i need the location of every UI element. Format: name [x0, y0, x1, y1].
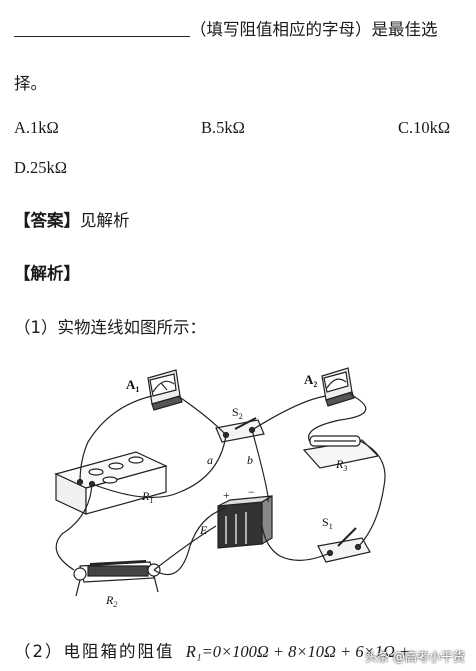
label-a-terminal: a — [207, 453, 213, 467]
battery-e — [217, 494, 273, 549]
step2-line: （2）电阻箱的阻值 R₁=0×100Ω + 8×10Ω + 6×1Ω + — [14, 638, 410, 662]
switch-s1 — [317, 527, 371, 563]
answer-line: 【答案】见解析 — [14, 207, 130, 231]
label-e: E — [199, 523, 208, 537]
label-r1: R1 — [141, 489, 153, 505]
answer-blank-line — [14, 36, 190, 37]
option-a: A.1kΩ — [14, 118, 59, 137]
switch-s2 — [215, 417, 265, 443]
label-s2: S2 — [232, 405, 243, 421]
label-s1: S1 — [322, 515, 333, 531]
step1-text: （1）实物连线如图所示： — [14, 318, 206, 337]
option-d: D.25kΩ — [14, 158, 68, 177]
resistance-box-r1 — [54, 451, 168, 515]
label-plus: + — [223, 488, 230, 502]
label-r3: R3 — [335, 457, 347, 473]
option-c: C.10kΩ — [398, 118, 451, 137]
option-b: B.5kΩ — [201, 118, 245, 137]
ammeter-a2 — [321, 367, 355, 407]
ammeter-a1 — [147, 369, 183, 411]
rheostat-r2 — [73, 560, 161, 597]
resistor-r3 — [302, 435, 380, 469]
step2-prefix: （2）电阻箱的阻值 — [14, 642, 175, 661]
watermark-text: 头条 @高考小干货 — [365, 650, 465, 664]
question-text-line2: 择。 — [14, 74, 47, 93]
question-text-line1: （填写阻值相应的字母）是最佳选 — [190, 20, 438, 39]
answer-tag: 【答案】 — [14, 211, 80, 230]
circuit-diagram: A1 A2 S2 a b R1 R3 — [54, 367, 386, 609]
label-minus: − — [248, 485, 255, 499]
answer-text: 见解析 — [80, 211, 130, 230]
label-r2: R2 — [105, 593, 117, 609]
label-a2: A2 — [304, 372, 317, 389]
label-a1: A1 — [126, 377, 139, 394]
connecting-wires — [55, 393, 386, 576]
label-b-terminal: b — [247, 453, 253, 467]
step2-formula: R₁=0×100Ω + 8×10Ω + 6×1Ω + — [185, 642, 411, 661]
analysis-tag: 【解析】 — [14, 264, 80, 283]
